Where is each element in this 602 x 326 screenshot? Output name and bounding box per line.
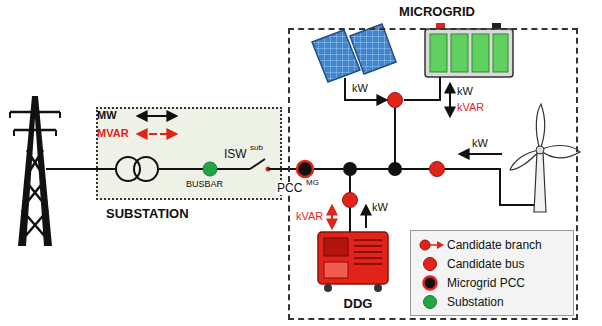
transmission-tower-part xyxy=(46,168,116,170)
busbar-switch-part xyxy=(250,159,265,169)
diesel-generator-part xyxy=(318,232,388,284)
branch-sample xyxy=(420,240,430,250)
solar-panel-part xyxy=(350,24,396,74)
legend-symbol xyxy=(417,236,447,254)
power-flow-arrows-part xyxy=(138,115,176,117)
flow-label: MVAR xyxy=(97,127,129,139)
wind-turbine-part xyxy=(536,104,544,150)
legend-text: Candidate branch xyxy=(447,238,542,252)
transmission-tower xyxy=(10,96,116,246)
wind-turbine-part xyxy=(534,152,546,212)
battery-part xyxy=(404,77,440,100)
diesel-generator-part xyxy=(324,238,348,256)
legend-row: Candidate branch xyxy=(417,235,567,254)
legend-text: Candidate bus xyxy=(447,257,524,271)
microgrid-bus-part xyxy=(394,100,396,169)
legend-row: Microgrid PCC xyxy=(417,273,567,292)
power-flow-arrows xyxy=(138,116,176,134)
solar-panel xyxy=(312,24,396,100)
bus-sample xyxy=(424,295,437,308)
battery xyxy=(404,23,513,116)
wind-turbine xyxy=(460,104,580,212)
power-flow-arrows-part xyxy=(138,133,176,135)
flow-label: kW xyxy=(352,82,368,94)
flow-label: MW xyxy=(97,109,117,121)
busbar-switch xyxy=(203,159,297,176)
diesel-generator-part xyxy=(354,240,382,264)
wind-turbine-part xyxy=(540,146,580,158)
region-heading: MICROGRID xyxy=(290,4,584,19)
battery-part xyxy=(451,34,468,72)
microgrid-bus-part xyxy=(430,162,445,177)
bus-label: BUSBAR xyxy=(186,180,223,190)
battery-part xyxy=(472,34,489,72)
transformer-symbol-part xyxy=(158,168,203,170)
diesel-generator xyxy=(318,206,388,292)
ddg-unit: DDG xyxy=(312,228,396,320)
busbar-switch-part xyxy=(217,168,250,170)
flow-label: kVAR xyxy=(296,210,323,222)
switch-label: ISW xyxy=(224,148,247,161)
diesel-generator-part xyxy=(324,262,348,278)
pcc-label: PCC xyxy=(276,182,303,195)
transmission-tower-part xyxy=(10,112,60,240)
microgrid-bus-part xyxy=(305,168,437,170)
bus-sample xyxy=(424,257,437,270)
legend-box: Candidate branchCandidate busMicrogrid P… xyxy=(410,230,574,316)
diesel-generator-part xyxy=(324,284,332,292)
legend-row: Substation xyxy=(417,292,567,311)
legend-symbol xyxy=(417,274,447,292)
wind-turbine-part xyxy=(536,146,544,154)
microgrid-bus-part xyxy=(388,93,403,108)
pcc-superscript: MG xyxy=(305,179,320,188)
bus-sample xyxy=(424,276,437,289)
microgrid-bus-part xyxy=(343,193,358,208)
region-heading: SUBSTATION xyxy=(106,206,240,221)
busbar-switch-part xyxy=(268,168,297,170)
legend-text: Microgrid PCC xyxy=(447,276,525,290)
legend-text: Substation xyxy=(447,295,504,309)
battery-part xyxy=(449,84,451,116)
battery-part xyxy=(425,29,513,77)
flow-label: kVAR xyxy=(457,101,484,113)
diesel-generator-part xyxy=(331,206,333,228)
transformer-symbol-part xyxy=(134,157,158,181)
busbar-switch-part xyxy=(203,162,217,176)
microgrid-bus-part xyxy=(437,169,538,205)
battery-part xyxy=(430,34,447,72)
microgrid-bus-part xyxy=(343,162,357,176)
legend-row: Candidate bus xyxy=(417,254,567,273)
microgrid-bus xyxy=(297,93,538,233)
microgrid-bus-part xyxy=(388,162,402,176)
legend-symbol xyxy=(417,293,447,311)
flow-label: kW xyxy=(472,137,488,149)
flow-label: kW xyxy=(372,201,388,213)
solar-panel-part xyxy=(345,78,386,100)
diesel-generator-part xyxy=(365,206,367,228)
wind-turbine-part xyxy=(510,150,540,170)
wind-turbine-part xyxy=(460,153,502,155)
transformer-symbol xyxy=(116,157,203,181)
legend-symbol xyxy=(417,255,447,273)
diesel-generator-part xyxy=(374,284,382,292)
flow-label: kW xyxy=(457,85,473,97)
branch-sample xyxy=(437,241,444,249)
battery-part xyxy=(493,34,508,72)
region-heading: DDG xyxy=(312,296,404,311)
switch-superscript: sub xyxy=(250,144,263,153)
microgrid-bus-part xyxy=(297,161,313,177)
transmission-tower-part xyxy=(10,112,60,136)
substation-ground xyxy=(96,107,282,200)
